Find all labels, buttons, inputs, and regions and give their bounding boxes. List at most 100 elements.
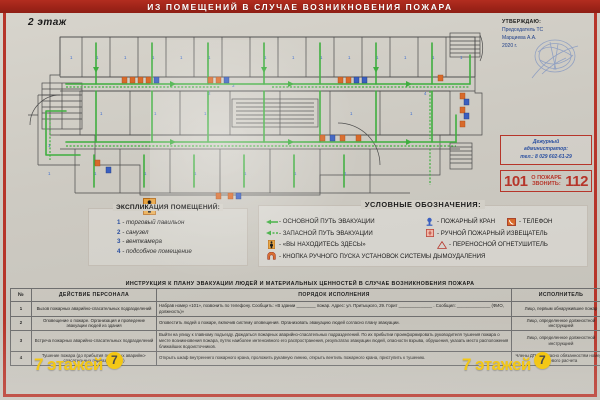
table-row: 2 Оповещение о пожаре. Организация и про… (10, 315, 600, 332)
svg-text:1: 1 (180, 55, 183, 60)
approval-title: УТВЕРЖДАЮ: (502, 19, 542, 25)
row-executor: Лицо, определенное должностной инструкци… (511, 330, 600, 352)
svg-text:1: 1 (264, 55, 267, 60)
row-action: Вызов пожарных аварийно-спасательных под… (31, 301, 157, 317)
list-item: 1 - торговый павильон (117, 218, 247, 228)
manual-fire-detector-icon (423, 229, 436, 237)
legend-label: - ПЕРЕНОСНОЙ ОГНЕТУШИТЕЛЬ (449, 241, 548, 248)
instruction-table: № ДЕЙСТВИЕ ПЕРСОНАЛА ПОРЯДОК ИСПОЛНЕНИЯ … (10, 288, 600, 367)
svg-text:1: 1 (94, 171, 97, 176)
legend-row: - ОСНОВНОЙ ПУТЬ ЭВАКУАЦИИ - ПОЖАРНЫЙ КРА… (265, 217, 583, 226)
row-order: Выйти на улицу к главному подъезду. Дожд… (156, 330, 512, 352)
legend-grid: - ОСНОВНОЙ ПУТЬ ЭВАКУАЦИИ - ПОЖАРНЫЙ КРА… (265, 217, 583, 263)
svg-text:1: 1 (96, 55, 99, 60)
header-order: ПОРЯДОК ИСПОЛНЕНИЯ (156, 288, 512, 302)
list-item: 2 - санузел (117, 228, 247, 238)
emergency-number-101: 101 (504, 172, 528, 190)
legend-item-you-are-here: - «ВЫ НАХОДИТЕСЬ ЗДЕСЫ» (265, 240, 423, 249)
row-num: 2 (10, 315, 32, 332)
row-num: 4 (10, 350, 32, 367)
explication-label: - венткамера (122, 238, 162, 246)
smoke-removal-button-icon (265, 252, 278, 260)
explication-num: 1 (117, 219, 121, 226)
table-row: 4 Тушение пожара (до прибытия пожарных а… (10, 350, 600, 367)
explication-label: - торговый павильон (122, 219, 185, 226)
svg-text:2: 2 (208, 91, 211, 96)
legend-label: - ПОЖАРНЫЙ КРАН (437, 218, 496, 225)
instruction-title: ИНСТРУКЦИЯ К ПЛАНУ ЭВАКУАЦИИ ЛЮДЕЙ И МАТ… (125, 281, 475, 287)
header-executor: ИСПОЛНИТЕЛЬ (511, 288, 600, 302)
svg-text:1: 1 (208, 55, 211, 60)
emergency-call-label: О ПОЖАРЕ ЗВОНИТЬ: (531, 175, 561, 188)
explication-list: 1 - торговый павильон 2 - санузел 3 - ве… (89, 218, 247, 256)
duty-line2: администратор: (524, 146, 568, 153)
row-num: 3 (10, 330, 32, 352)
row-order: Набрав номер «101», позвонить по телефон… (156, 301, 512, 317)
legend-item-telephone: - ТЕЛЕФОН (505, 217, 553, 226)
svg-text:1: 1 (194, 171, 197, 176)
svg-text:1: 1 (294, 171, 297, 176)
legend-label: - ТЕЛЕФОН (519, 218, 553, 225)
svg-text:1: 1 (154, 111, 157, 116)
legend-label: - ЗАПАСНОЙ ПУТЬ ЭВАКУАЦИИ (279, 229, 373, 237)
list-item: 4 - подсобное помещение (117, 247, 247, 257)
svg-text:3: 3 (232, 83, 235, 88)
duty-line1: Дежурный (532, 139, 560, 145)
floor-plan: 2 этаж (20, 15, 490, 210)
svg-text:1: 1 (48, 171, 51, 176)
svg-text:1: 1 (404, 55, 407, 60)
header-action: ДЕЙСТВИЕ ПЕРСОНАЛА (31, 288, 157, 302)
svg-text:1: 1 (350, 111, 353, 116)
svg-text:1: 1 (144, 171, 147, 176)
legend-row: - ЗАПАСНОЙ ПУТЬ ЭВАКУАЦИИ - РУЧНОЙ ПОЖАР… (265, 229, 583, 237)
fire-hydrant-icon (423, 217, 436, 226)
svg-text:1: 1 (124, 55, 127, 60)
svg-text:1: 1 (292, 55, 295, 60)
explication-box: ЭКСПЛИКАЦИЯ ПОМЕЩЕНИЙ: 1 - торговый пави… (88, 204, 248, 266)
portable-extinguisher-icon (435, 240, 448, 249)
svg-text:1: 1 (432, 55, 435, 60)
green-arrow-icon (265, 219, 278, 225)
explication-label: - подсобное помещение (122, 247, 192, 255)
explication-num: 2 (117, 228, 121, 236)
poster-banner-title: ИЗ ПОМЕЩЕНИЙ В СЛУЧАЕ ВОЗНИКНОВЕНИЯ ПОЖА… (0, 0, 600, 13)
svg-text:1: 1 (204, 111, 207, 116)
legend-row: - «ВЫ НАХОДИТЕСЬ ЗДЕСЫ» - ПЕРЕНОСНОЙ ОГН… (265, 240, 583, 249)
explication-title: ЭКСПЛИКАЦИЯ ПОМЕЩЕНИЙ: (112, 204, 224, 211)
svg-text:1: 1 (344, 171, 347, 176)
row-action: Оповещение о пожаре. Организация и прове… (31, 315, 157, 332)
svg-text:1: 1 (348, 55, 351, 60)
svg-text:1: 1 (376, 55, 379, 60)
legend-item-main-route: - ОСНОВНОЙ ПУТЬ ЭВАКУАЦИИ (265, 218, 423, 225)
emergency-call-line2: ЗВОНИТЬ: (532, 181, 561, 187)
svg-text:1: 1 (152, 55, 155, 60)
explication-num: 3 (117, 238, 121, 246)
legend-item-manual-detector: - РУЧНОЙ ПОЖАРНЫЙ ИЗВЕЩАТЕЛЬ (423, 229, 548, 237)
duty-administrator-box: Дежурный администратор: тел.: 8 029 602-… (500, 135, 592, 165)
explication-num: 4 (117, 247, 121, 255)
svg-text:1: 1 (410, 111, 413, 116)
row-executor: Члены ДПД, согласно обязанностям номеров… (511, 350, 600, 367)
legend-item-extinguisher: - ПЕРЕНОСНОЙ ОГНЕТУШИТЕЛЬ (435, 240, 548, 249)
approval-position: Председатель ТС (502, 27, 544, 34)
you-are-here-icon (265, 240, 278, 249)
approval-block: УТВЕРЖДАЮ: Председатель ТС Марциева А.А.… (502, 18, 594, 50)
row-executor: Лицо, первым обнаружившее пожар (511, 301, 600, 317)
row-num: 1 (10, 301, 32, 317)
green-dashed-arrow-icon (265, 230, 278, 236)
signature-stamp-icon (531, 39, 579, 79)
legend-item-reserve-route: - ЗАПАСНОЙ ПУТЬ ЭВАКУАЦИИ (265, 230, 423, 237)
row-order: Открыть шкаф внутреннего пожарного крана… (156, 350, 512, 367)
emergency-call-line1: О ПОЖАРЕ (531, 174, 562, 181)
row-order: Оповестить людей о пожаре, включив систе… (156, 315, 512, 332)
legend-row: - КНОПКА РУЧНОГО ПУСКА УСТАНОВОК СИСТЕМЫ… (265, 252, 583, 260)
legend-item-smoke-removal: - КНОПКА РУЧНОГО ПУСКА УСТАНОВОК СИСТЕМЫ… (265, 252, 485, 260)
approval-year: 2020 г. (502, 43, 518, 50)
row-executor: Лицо, определенное должностной инструкци… (511, 315, 600, 332)
svg-text:4: 4 (424, 91, 427, 96)
header-num: № (10, 288, 32, 302)
legend-label: - ОСНОВНОЙ ПУТЬ ЭВАКУАЦИИ (279, 218, 375, 225)
svg-text:1: 1 (460, 55, 463, 60)
svg-text:1: 1 (320, 55, 323, 60)
telephone-icon (505, 217, 518, 226)
